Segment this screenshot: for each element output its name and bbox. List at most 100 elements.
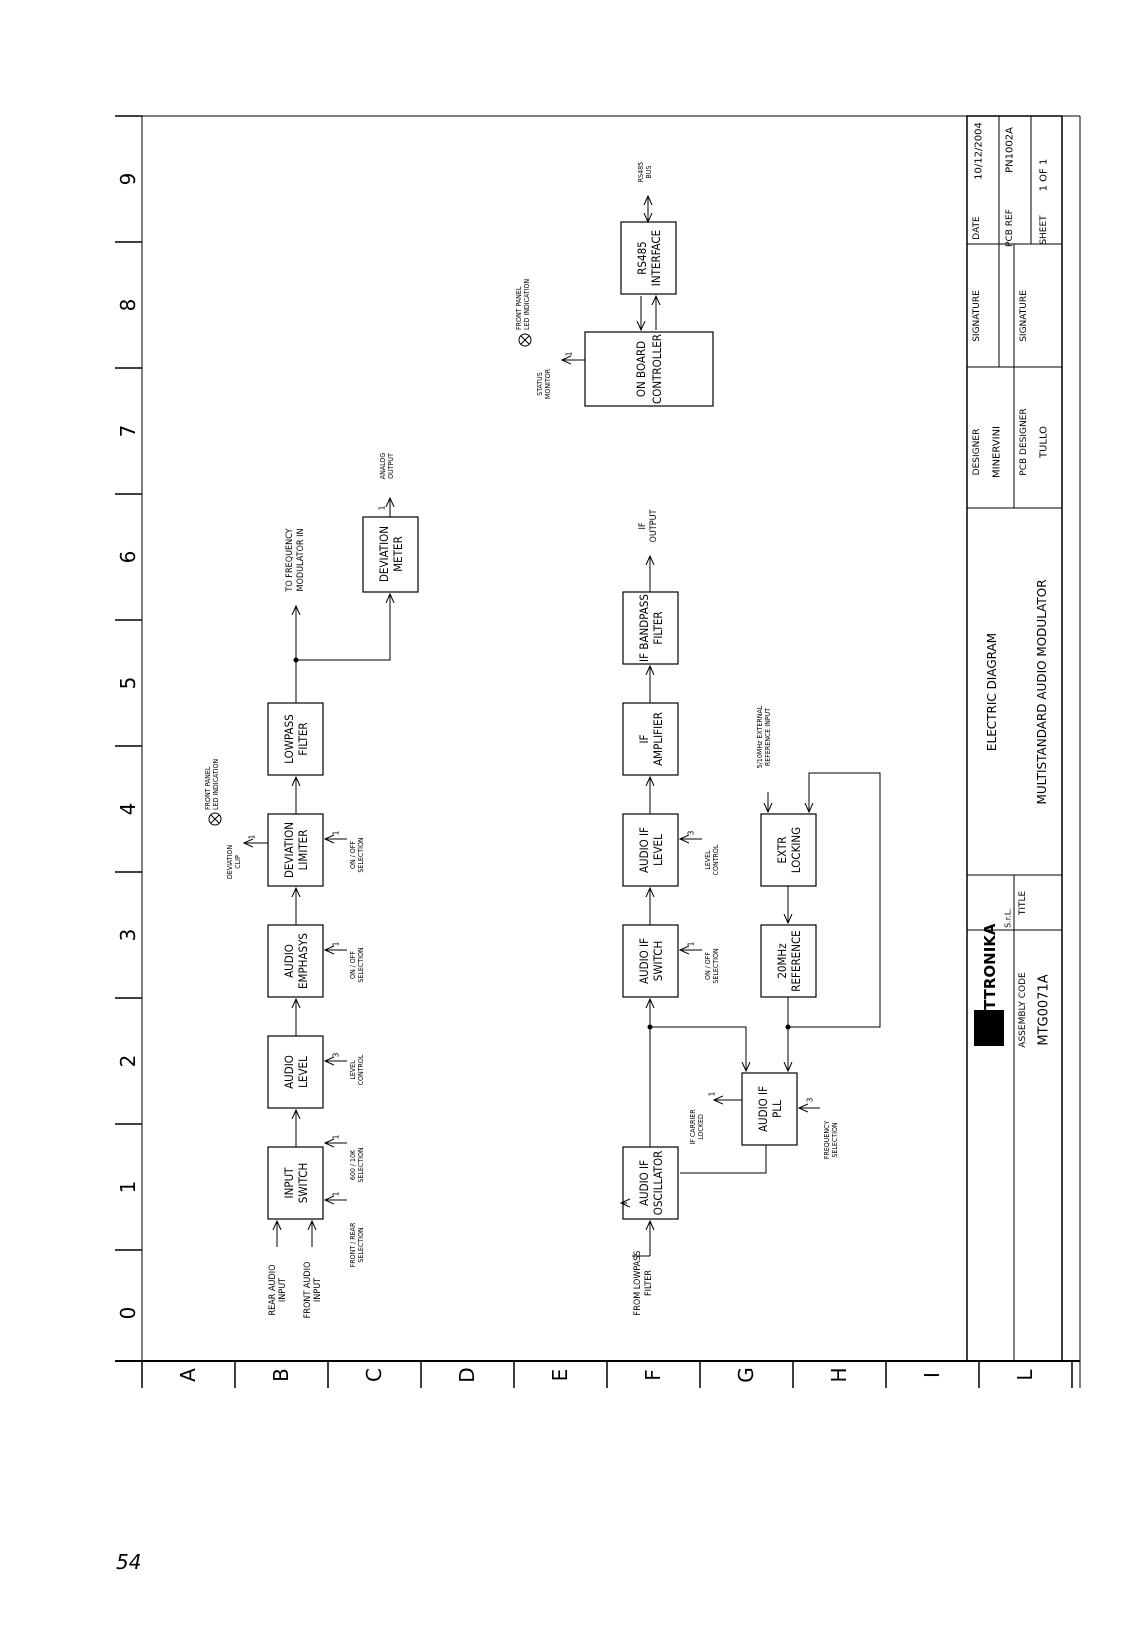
title-label: TITLE bbox=[1018, 891, 1028, 917]
level-control-2b: CONTROL bbox=[712, 844, 720, 875]
if-output-2: OUTPUT bbox=[649, 509, 659, 542]
pin-number: 1 bbox=[332, 942, 341, 947]
pcb-ref-value: PN1002A bbox=[1005, 127, 1016, 173]
pin-number: 1 bbox=[378, 506, 387, 511]
if-bandpass-filter-box bbox=[622, 591, 679, 665]
if-bandpass-filter-label-1: IF BANDPASS bbox=[637, 594, 651, 662]
from-lowpass-filter-2: FILTER bbox=[644, 1270, 654, 1296]
pin-number: 1 bbox=[248, 835, 257, 840]
rs485-bus-1: RS485 bbox=[637, 162, 645, 182]
impedance-selection-1: 600 / 10K bbox=[349, 1149, 357, 1180]
title-block bbox=[966, 115, 1063, 1362]
front-panel-led-2b: LED INDICATION bbox=[523, 279, 531, 330]
audio-if-level-label-2: LEVEL bbox=[651, 834, 665, 866]
rs485-interface-label-2: INTERFACE bbox=[649, 230, 663, 286]
front-panel-led-1a: FRONT PANEL bbox=[204, 766, 212, 810]
on-off-selection-1b: SELECTION bbox=[357, 947, 365, 983]
audio-level-box bbox=[267, 1035, 324, 1109]
front-audio-input-2: INPUT bbox=[313, 1278, 323, 1302]
grid-row-labels: A B C D E F G H I L bbox=[176, 1367, 1037, 1383]
front-panel-led-2a: FRONT PANEL bbox=[515, 286, 523, 330]
extr-locking-box bbox=[760, 813, 817, 887]
on-off-selection-2a: ON / OFF bbox=[349, 841, 357, 869]
audio-emphasis-label-1: AUDIO bbox=[282, 944, 296, 978]
on-off-selection-1a: ON / OFF bbox=[349, 951, 357, 979]
pin-number: 1 bbox=[332, 1135, 341, 1140]
audio-emphasis-label-2: EMPHASYS bbox=[296, 933, 310, 989]
pin-number: 1 bbox=[332, 831, 341, 836]
extr-locking-label-2: LOCKING bbox=[789, 827, 803, 873]
grid-row-a: A bbox=[176, 1368, 200, 1382]
pin-number: 1 bbox=[708, 1092, 717, 1097]
deviation-meter-label-1: DEVIATION bbox=[377, 526, 391, 582]
deviation-clip-1: DEVIATION bbox=[226, 845, 234, 879]
grid-row-l: L bbox=[1013, 1369, 1037, 1381]
grid-row-c: C bbox=[362, 1368, 386, 1382]
level-control-1a: LEVEL bbox=[349, 1060, 357, 1080]
grid-row-b: B bbox=[269, 1368, 293, 1382]
pin-number: 1 bbox=[332, 1192, 341, 1197]
pin-number: 3 bbox=[806, 1098, 815, 1103]
grid-col-8: 8 bbox=[116, 299, 140, 312]
status-monitor-2: MONITOR bbox=[544, 368, 552, 399]
front-rear-selection-1: FRONT / REAR bbox=[349, 1222, 357, 1267]
deviation-limiter-label-2: LIMITER bbox=[296, 830, 310, 871]
input-switch-box bbox=[267, 1146, 324, 1220]
title-block-text: ELETTRONIKA S.r.L. ASSEMBLY CODE MTG0071… bbox=[972, 122, 1052, 1048]
status-monitor-1: STATUS bbox=[536, 372, 544, 396]
grid-col-2: 2 bbox=[116, 1055, 140, 1068]
on-off-selection-3a: ON / OFF bbox=[704, 952, 712, 980]
to-freq-modulator-2: MODULATOR IN bbox=[296, 528, 306, 591]
if-amplifier-label-2: AMPLIFIER bbox=[651, 712, 665, 766]
grid-row-h: H bbox=[827, 1367, 851, 1382]
input-switch-label-2: SWITCH bbox=[296, 1163, 310, 1204]
grid-col-3: 3 bbox=[116, 929, 140, 942]
block-boxes bbox=[267, 221, 817, 1220]
ref-20mhz-box bbox=[760, 924, 817, 998]
signature-label-2: SIGNATURE bbox=[1019, 290, 1029, 342]
led-icon bbox=[518, 333, 532, 347]
on-off-selection-3b: SELECTION bbox=[712, 948, 720, 984]
page-number: 54 bbox=[116, 1550, 142, 1574]
ref-20mhz-label-2: REFERENCE bbox=[789, 930, 803, 991]
frequency-selection-1: FREQUENCY bbox=[823, 1121, 831, 1160]
audio-if-oscillator-box bbox=[622, 1146, 679, 1220]
grid-row-f: F bbox=[641, 1369, 665, 1381]
drawing-frame bbox=[115, 115, 1081, 1388]
grid-col-9: 9 bbox=[116, 173, 140, 186]
deviation-meter-label-2: METER bbox=[391, 536, 405, 572]
deviation-limiter-label-1: DEVIATION bbox=[282, 822, 296, 878]
deviation-clip-2: CLIP bbox=[234, 855, 242, 869]
on-board-controller-box bbox=[584, 331, 714, 407]
assembly-code-label: ASSEMBLY CODE bbox=[1018, 972, 1028, 1048]
company-suffix: S.r.L. bbox=[1004, 908, 1013, 928]
audio-level-label-2: LEVEL bbox=[296, 1056, 310, 1088]
ref-20mhz-label-1: 20MHz bbox=[775, 943, 789, 978]
to-freq-modulator-1: TO FREQUENCY bbox=[285, 528, 295, 592]
impedance-selection-2: SELECTION bbox=[357, 1147, 365, 1183]
designer-value: MINERVINI bbox=[992, 426, 1003, 478]
company-logo: ELETTRONIKA S.r.L. bbox=[974, 908, 1013, 1046]
lowpass-filter-label-2: FILTER bbox=[296, 722, 310, 755]
grid-row-i: I bbox=[920, 1372, 944, 1378]
on-board-controller-label-1: ON BOARD bbox=[634, 341, 648, 397]
audio-if-level-box bbox=[622, 813, 679, 887]
ext-reference-input-1: 5/10MHz EXTERNAL bbox=[756, 705, 764, 768]
sheet-label: SHEET bbox=[1039, 215, 1049, 245]
rear-audio-input-1: REAR AUDIO bbox=[268, 1265, 278, 1316]
front-panel-led-1b: LED INDICATION bbox=[212, 759, 220, 810]
audio-if-oscillator-label-1: AUDIO IF bbox=[637, 1160, 651, 1206]
rs485-interface-label-1: RS485 bbox=[635, 241, 649, 275]
grid-row-g: G bbox=[734, 1367, 758, 1383]
grid-col-6: 6 bbox=[116, 551, 140, 564]
frequency-selection-2: SELECTION bbox=[831, 1122, 839, 1158]
grid-ticks bbox=[115, 115, 1073, 1388]
pcb-designer-value: TULLO bbox=[1039, 426, 1050, 459]
date-value: 10/12/2004 bbox=[974, 122, 985, 180]
rs485-bus-2: BUS bbox=[645, 166, 653, 179]
designer-label: DESIGNER bbox=[972, 429, 982, 476]
pin-number: 1 bbox=[565, 352, 574, 357]
grid-col-4: 4 bbox=[116, 803, 140, 816]
